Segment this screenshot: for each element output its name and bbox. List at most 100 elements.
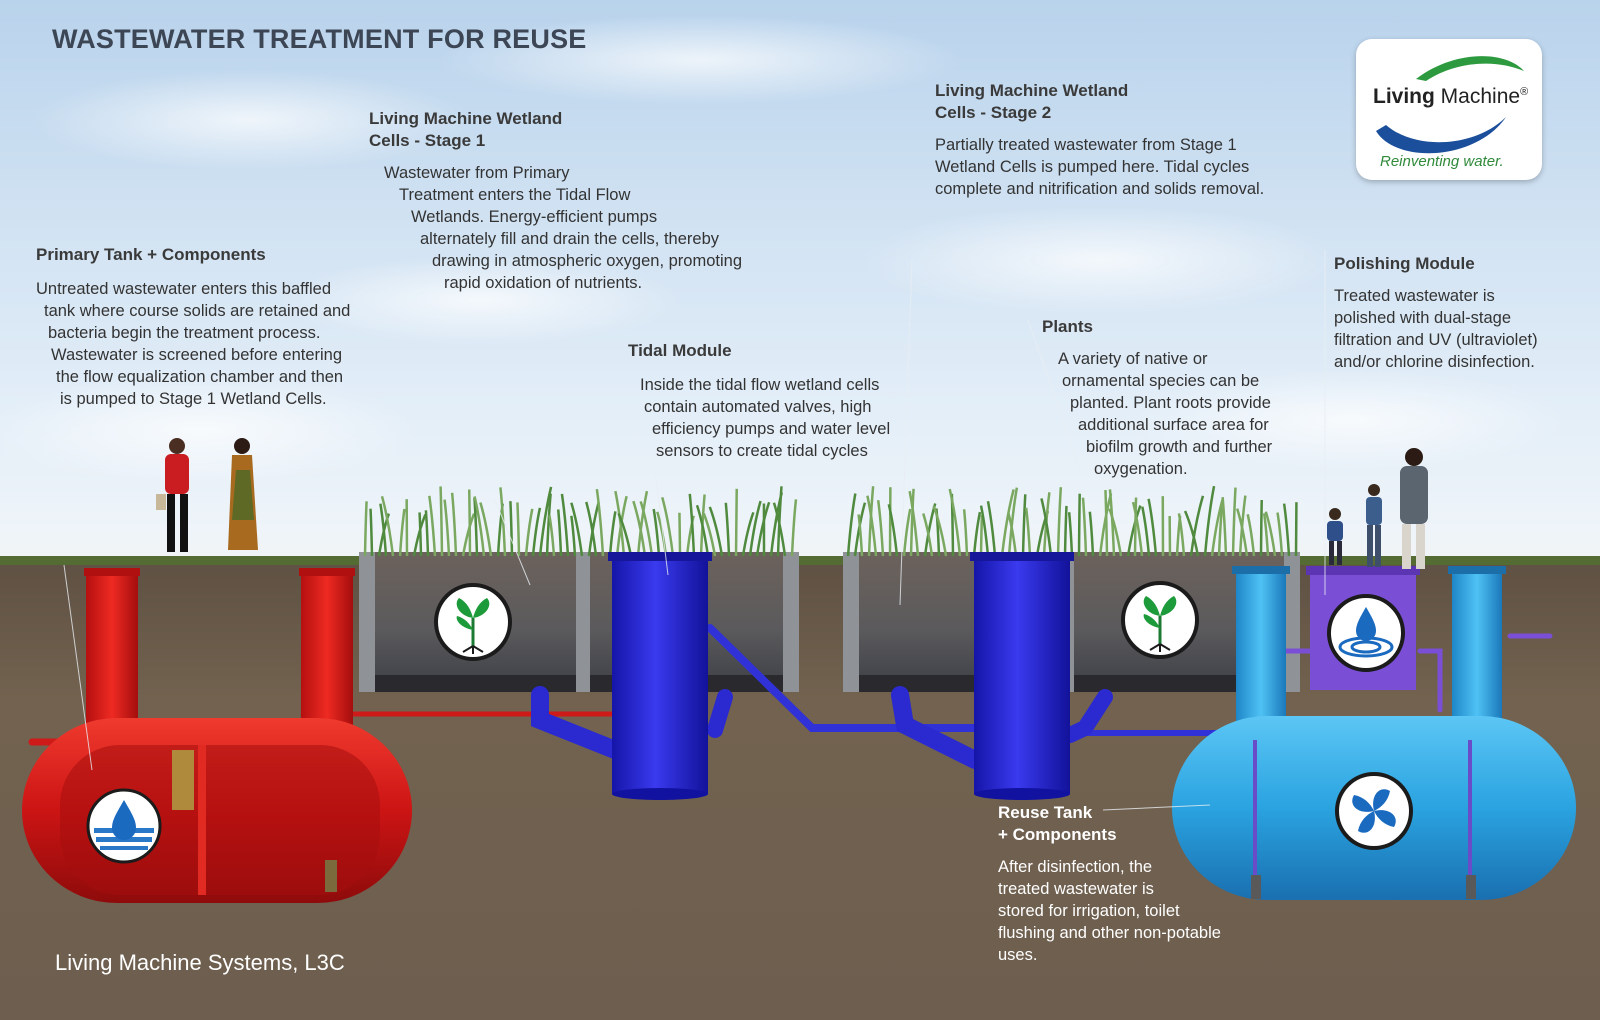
- grass-blade: [866, 495, 878, 557]
- grass-blade: [902, 508, 912, 557]
- grass-blade: [724, 502, 731, 557]
- people: [156, 438, 1428, 569]
- grass-blade: [516, 502, 521, 557]
- grass-blade: [932, 505, 948, 557]
- grass-blade: [398, 508, 406, 557]
- grass-blade: [1067, 512, 1074, 557]
- tidal-module-heading: Tidal Module: [628, 341, 732, 360]
- reuse-tank-description: After disinfection, the treated wastewat…: [998, 858, 1221, 964]
- stage-1-heading: Living Machine Wetland Cells - Stage 1: [369, 109, 563, 150]
- grass-blade: [1276, 512, 1284, 557]
- grass-blade: [570, 515, 577, 557]
- grass-blade: [1238, 495, 1247, 557]
- grass-blade: [1210, 498, 1224, 557]
- grass-blade: [1141, 506, 1151, 557]
- person-child-2: [1327, 508, 1343, 565]
- grass-blade: [509, 501, 514, 557]
- grass-blade: [755, 501, 771, 557]
- grass-blade: [380, 495, 395, 557]
- grass-blade: [363, 501, 368, 557]
- grass-blade: [443, 499, 451, 557]
- grass-blade: [450, 492, 458, 557]
- grass-blade: [846, 493, 857, 557]
- grass-blade: [570, 502, 584, 557]
- logo-swoosh-icon: [1376, 56, 1524, 154]
- grass-blade: [1221, 496, 1228, 557]
- grass-blade: [1000, 489, 1015, 557]
- grass-blade: [857, 514, 864, 557]
- grass-blade: [439, 486, 444, 557]
- grass-blade: [1063, 505, 1068, 557]
- grass-blade: [636, 490, 649, 557]
- plant-icon: [434, 583, 512, 661]
- grass-blade: [790, 499, 798, 557]
- grass-blade: [972, 511, 982, 557]
- grass-blade: [479, 502, 493, 557]
- grass-blade: [467, 489, 472, 557]
- grass-blade: [1108, 508, 1123, 557]
- grass-blade: [1235, 508, 1249, 557]
- grass-blade: [1203, 485, 1216, 557]
- wetland-stage-1: [359, 552, 799, 692]
- logo-tagline: Reinventing water.: [1380, 153, 1504, 170]
- grass-blade: [1259, 499, 1263, 557]
- grass-blade: [708, 506, 724, 557]
- grass-blade: [979, 505, 990, 557]
- propeller-icon: [1335, 772, 1413, 850]
- person-red-shirt: [156, 438, 189, 552]
- grass-blade: [909, 488, 915, 557]
- water-drop-icon: [86, 788, 162, 864]
- logo-name: Living Machine®: [1373, 85, 1529, 108]
- grass-line: [0, 556, 1600, 565]
- grass-blade: [545, 493, 552, 557]
- plants-heading: Plants: [1042, 317, 1094, 336]
- leader-lines: [63, 250, 1326, 811]
- clouds: [0, 15, 1570, 485]
- person-dress: [228, 438, 258, 550]
- grass-blade: [948, 488, 962, 557]
- polishing-module-description: Treated wastewater is polished with dual…: [1334, 287, 1538, 371]
- stage-2-callout: Living Machine Wetland Cells - Stage 2 P…: [935, 80, 1264, 200]
- grass-blade: [1126, 505, 1142, 557]
- grass-blade: [1021, 494, 1027, 557]
- grass-blade: [1147, 498, 1158, 557]
- grass-blade: [652, 508, 661, 557]
- grass-blade: [473, 496, 486, 557]
- grass-blade: [1077, 493, 1081, 557]
- tidal-module-1: [608, 552, 712, 800]
- grass-blade: [922, 513, 934, 557]
- stage-1-description: Wastewater from Primary Treatment enters…: [384, 164, 742, 292]
- footer-credit: Living Machine Systems, L3C: [55, 950, 345, 975]
- reuse-tank-heading: Reuse Tank + Components: [998, 803, 1117, 844]
- grass-blade: [1231, 487, 1237, 557]
- grass-blade: [538, 486, 553, 557]
- grass-blade: [1081, 497, 1088, 557]
- tidal-module-callout: Tidal Module Inside the tidal flow wetla…: [628, 340, 890, 462]
- plants-description: A variety of native or ornamental specie…: [1058, 350, 1273, 478]
- tidal-module-description: Inside the tidal flow wetland cells cont…: [640, 376, 891, 460]
- grass-blade: [962, 509, 969, 557]
- grass-blade: [695, 504, 710, 557]
- grass-blade: [1189, 495, 1205, 557]
- grass-blade: [1040, 498, 1053, 557]
- grass-blade: [418, 512, 423, 557]
- grass-blade: [639, 500, 654, 557]
- wetland-stage-2: [843, 552, 1300, 692]
- water-ripple-icon: [1327, 594, 1405, 672]
- primary-tank-heading: Primary Tank + Components: [36, 245, 266, 264]
- grass-blade: [1088, 511, 1095, 557]
- page-title: WASTEWATER TREATMENT FOR REUSE: [52, 24, 587, 54]
- grass-blade: [1007, 487, 1019, 557]
- grass-blade: [1007, 513, 1018, 557]
- grass-blade: [688, 493, 696, 557]
- primary-tank-description: Untreated wastewater enters this baffled…: [36, 280, 351, 408]
- grass-blade: [1264, 511, 1277, 557]
- plant-icon: [1121, 581, 1199, 659]
- grass-blade: [556, 509, 563, 557]
- grass-blade: [424, 510, 430, 557]
- grass-blade: [908, 490, 920, 557]
- grass-blade: [1262, 513, 1270, 557]
- grass-blade: [617, 513, 633, 557]
- grass-blade: [876, 500, 885, 557]
